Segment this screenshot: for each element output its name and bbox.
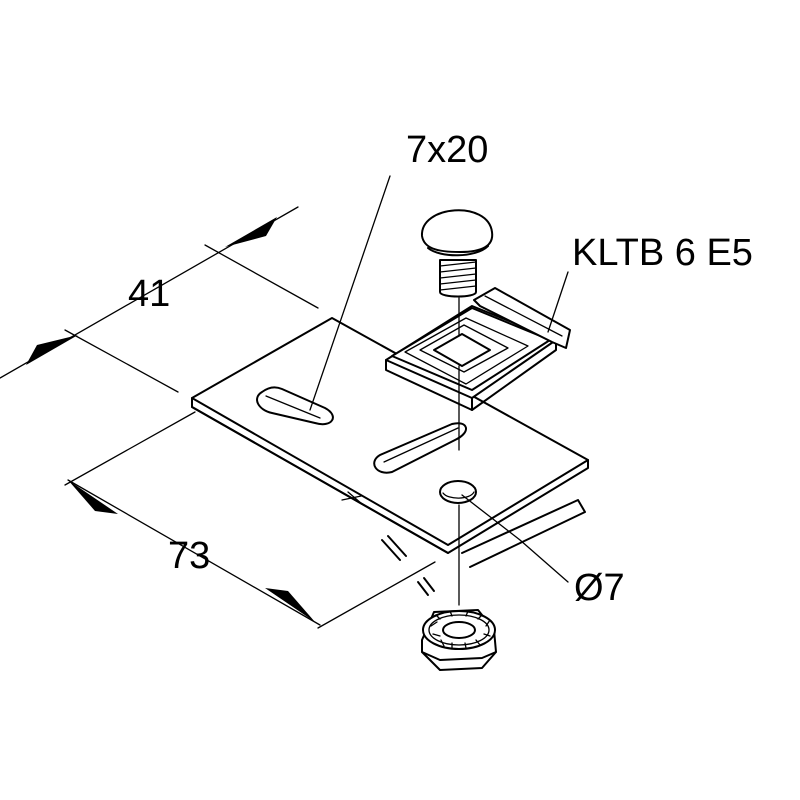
- label-hole-diameter: Ø7: [574, 567, 625, 609]
- base-plate: [191, 317, 589, 554]
- label-part-number: KLTB 6 E5: [572, 232, 753, 274]
- flange-nut: [421, 609, 497, 671]
- leader-slot: [309, 175, 391, 411]
- dimension-length: [64, 411, 436, 629]
- leader-hole: [461, 494, 569, 583]
- round-hole: [439, 480, 477, 504]
- label-width: 41: [128, 273, 170, 315]
- carriage-bolt: [420, 209, 494, 298]
- slot-right: [373, 422, 467, 474]
- dimension-width: [0, 206, 319, 393]
- arrow-head: [68, 480, 118, 514]
- arrow-head: [26, 335, 78, 365]
- leader-lines: [309, 175, 569, 583]
- label-length: 73: [168, 535, 210, 577]
- arrow-head: [265, 588, 315, 622]
- slot-left: [256, 386, 334, 426]
- leader-part: [547, 271, 569, 333]
- arrow-head: [225, 217, 277, 247]
- label-slot-size: 7x20: [406, 129, 488, 171]
